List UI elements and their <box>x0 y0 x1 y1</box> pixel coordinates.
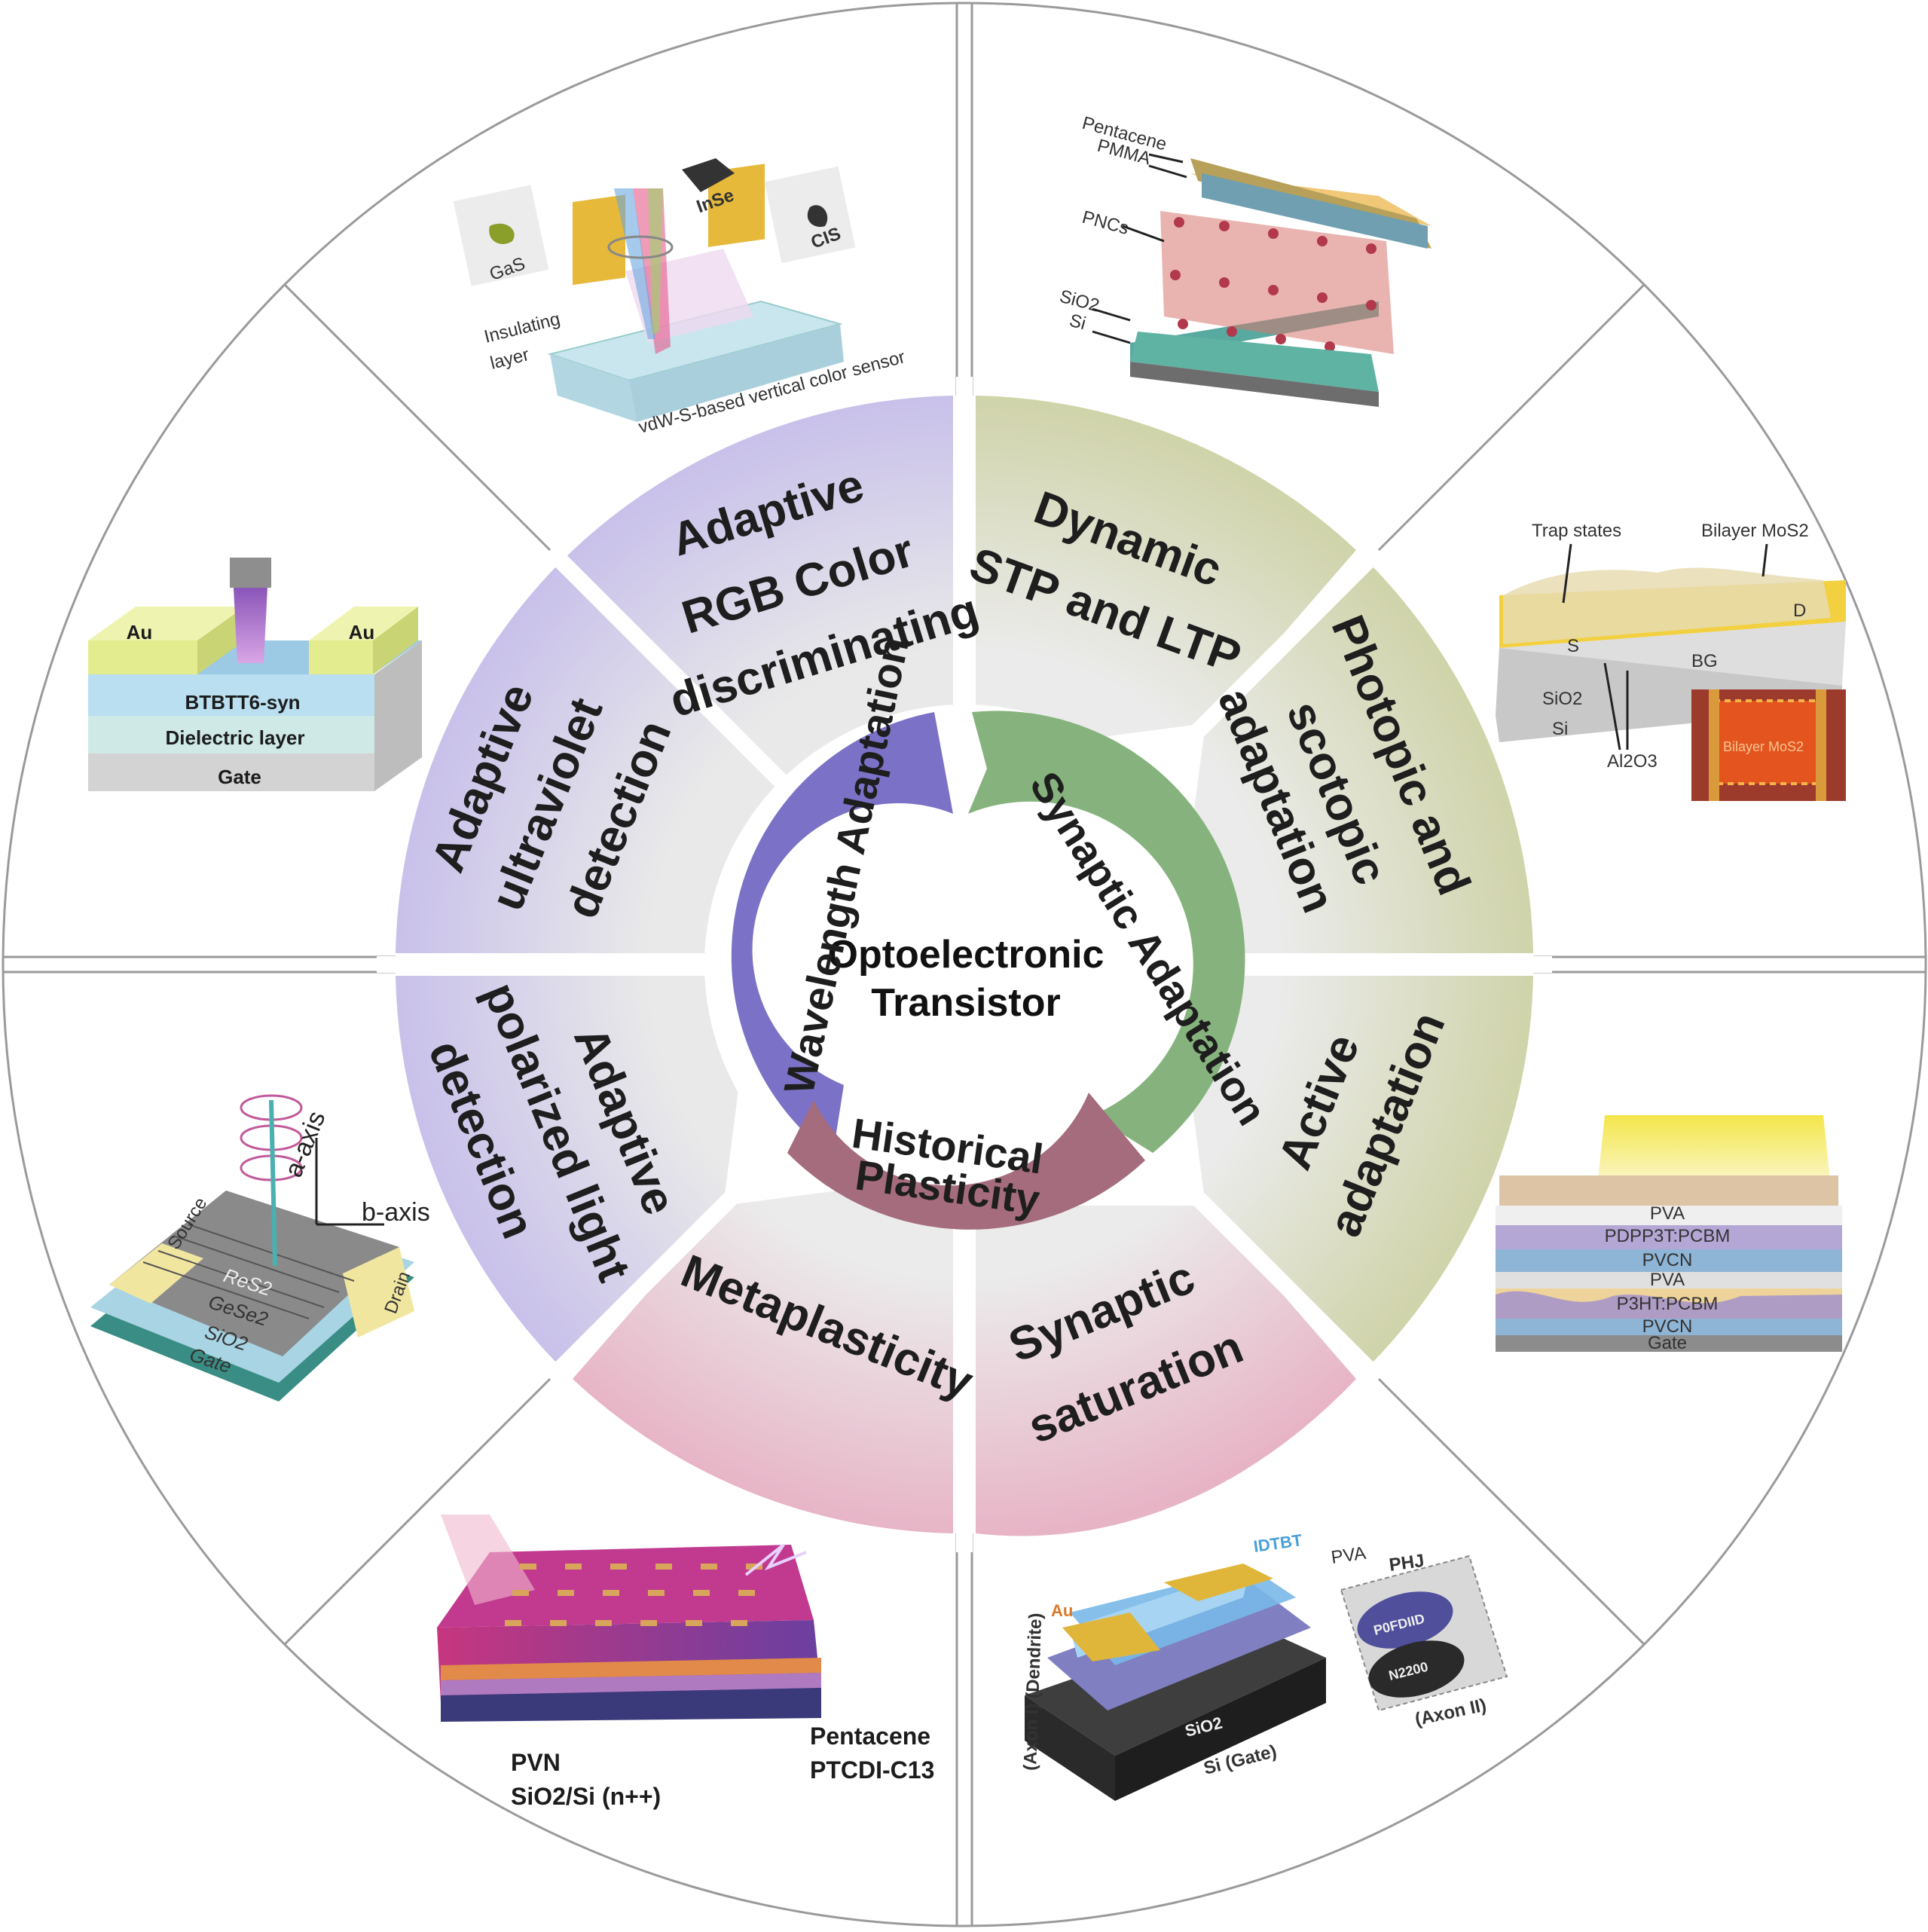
wedge-uv <box>396 565 753 953</box>
label-inset-mos2: Bilayer MoS2 <box>1723 739 1804 754</box>
wedge-saturation <box>976 1206 1356 1536</box>
arrow-wavelength <box>731 712 953 1157</box>
label-si-right: Si <box>1552 719 1568 739</box>
label-pvn: PVN <box>511 1749 561 1776</box>
label-au-phj: Au <box>1051 1601 1073 1620</box>
panel-perovskite: Pentacene PMMA PNCs SiO2 Si <box>1057 113 1431 407</box>
pvcn-layer-1: PVA <box>1650 1203 1685 1224</box>
panel-pvcn: PVA PDPP3T:PCBM PVCN PVA P3HT:PCBM PVCN … <box>1496 1115 1842 1353</box>
label-ptcdi: PTCDI-C13 <box>810 1756 934 1784</box>
sector-dividers <box>3 3 1926 1926</box>
panel-pvn: PVN SiO2/Si (n++) Pentacene PTCDI-C13 <box>437 1515 934 1810</box>
pvcn-layer-7: Gate <box>1648 1333 1687 1353</box>
arrow-synaptic <box>968 711 1245 1153</box>
panel-phj: IDTBT PVA PHJ Au P0FDIID N2200 (Axon II)… <box>1020 1530 1508 1801</box>
wedge-photopic <box>1175 565 1533 953</box>
pvcn-layer-5: P3HT:PCBM <box>1617 1294 1719 1314</box>
pvcn-layer-4: PVA <box>1650 1270 1685 1290</box>
label-phj: PHJ <box>1388 1551 1425 1576</box>
label-sio2si: SiO2/Si (n++) <box>511 1783 661 1810</box>
wedge-polarized <box>396 976 753 1364</box>
center-title-line2: Transistor <box>871 981 1060 1025</box>
label-s: S <box>1567 636 1579 656</box>
wedge-active <box>1175 976 1533 1364</box>
label-pentacene-pvn: Pentacene <box>810 1723 930 1750</box>
label-dielectric: Dielectric layer <box>165 726 304 749</box>
label-sio2-right: SiO2 <box>1542 689 1582 709</box>
label-pva-phj: PVA <box>1330 1543 1367 1568</box>
label-d: D <box>1793 601 1806 621</box>
panel-mos2: Trap states Bilayer MoS2 S D BG SiO2 Si … <box>1496 521 1846 801</box>
label-btbtt6: BTBTT6-syn <box>185 691 300 714</box>
pvcn-layer-2: PDPP3T:PCBM <box>1605 1226 1731 1246</box>
label-au-left: Au <box>127 621 153 643</box>
arrow-historical <box>787 1093 1145 1230</box>
pvcn-layer-6: PVCN <box>1642 1316 1693 1337</box>
panel-btbtt: Au Au BTBTT6-syn Dielectric layer Gate <box>88 558 422 791</box>
label-al2o3: Al2O3 <box>1607 751 1658 772</box>
pvcn-layer-3: PVCN <box>1642 1250 1693 1270</box>
center-disc <box>821 821 1108 1108</box>
label-bg: BG <box>1691 651 1718 671</box>
label-au-right: Au <box>349 621 375 643</box>
panel-res2: a-axis b-axis Source Drain ReS2 GeSe2 Si… <box>90 1094 430 1402</box>
label-trap-states: Trap states <box>1532 521 1621 541</box>
label-b-axis: b-axis <box>362 1198 430 1227</box>
wedge-stp <box>976 396 1356 754</box>
label-gate-btbtt: Gate <box>218 766 261 788</box>
wedge-metaplasticity <box>573 1175 953 1533</box>
label-bilayer-mos2: Bilayer MoS2 <box>1701 521 1809 541</box>
center-title-line1: Optoelectronic <box>828 933 1105 977</box>
